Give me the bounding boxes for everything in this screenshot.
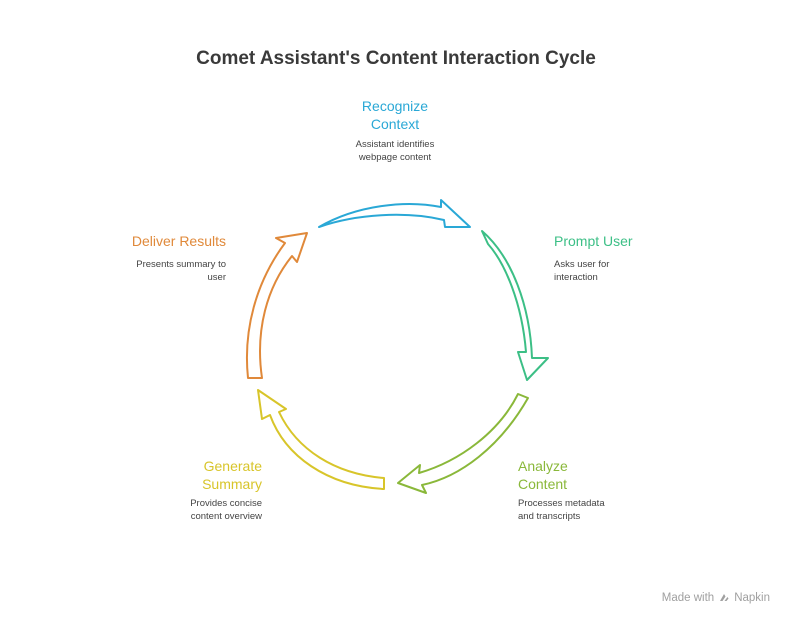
diagram-title: Comet Assistant's Content Interaction Cy… <box>196 48 596 69</box>
step-title-line: Deliver Results <box>131 233 226 249</box>
arrow-generate-summary <box>257 389 385 490</box>
step-desc-line: user <box>207 271 226 283</box>
step-title-line: Generate <box>203 458 262 474</box>
step-desc-line: Asks user for <box>554 259 610 270</box>
arrow-recognize-context <box>318 199 471 228</box>
step-desc-line: and transcripts <box>518 510 581 522</box>
step-desc-line: Processes metadata <box>518 498 605 509</box>
arrow-deliver-results <box>245 232 308 379</box>
step-title-line: Summary <box>202 476 262 492</box>
step-analyze-content-desc: Processes metadata and transcripts <box>518 498 605 523</box>
step-prompt-user-desc: Asks user for interaction <box>554 259 609 284</box>
arrow-prompt-user <box>481 230 549 381</box>
step-recognize-context-desc: Assistant identifies webpage content <box>320 139 470 164</box>
step-recognize-context-title: Recognize Context <box>320 97 470 133</box>
step-generate-summary-title: Generate Summary <box>112 457 262 493</box>
arrow-analyze-content <box>397 393 529 494</box>
step-desc-line: Assistant identifies <box>355 139 435 150</box>
made-with-label: Made with <box>661 592 715 604</box>
step-desc-line: webpage content <box>358 151 432 163</box>
step-desc-line: Presents summary to <box>136 259 226 270</box>
step-analyze-content-title: Analyze Content <box>518 457 568 493</box>
step-desc-line: interaction <box>554 271 598 283</box>
step-generate-summary-desc: Provides concise content overview <box>112 498 262 523</box>
step-desc-line: Provides concise <box>190 498 262 509</box>
step-title-line: Context <box>370 116 420 132</box>
step-title-line: Recognize <box>361 98 429 114</box>
step-prompt-user-title: Prompt User <box>554 232 633 250</box>
napkin-brand-label: Napkin <box>734 592 770 604</box>
napkin-logo-icon <box>720 594 729 601</box>
step-title-line: Content <box>518 476 568 492</box>
step-title-line: Prompt User <box>554 233 633 249</box>
step-deliver-results-title: Deliver Results <box>76 232 226 250</box>
step-deliver-results-desc: Presents summary to user <box>76 259 226 284</box>
step-desc-line: content overview <box>190 510 262 522</box>
step-title-line: Analyze <box>518 458 568 474</box>
napkin-watermark[interactable]: Made with Napkin <box>662 592 770 604</box>
